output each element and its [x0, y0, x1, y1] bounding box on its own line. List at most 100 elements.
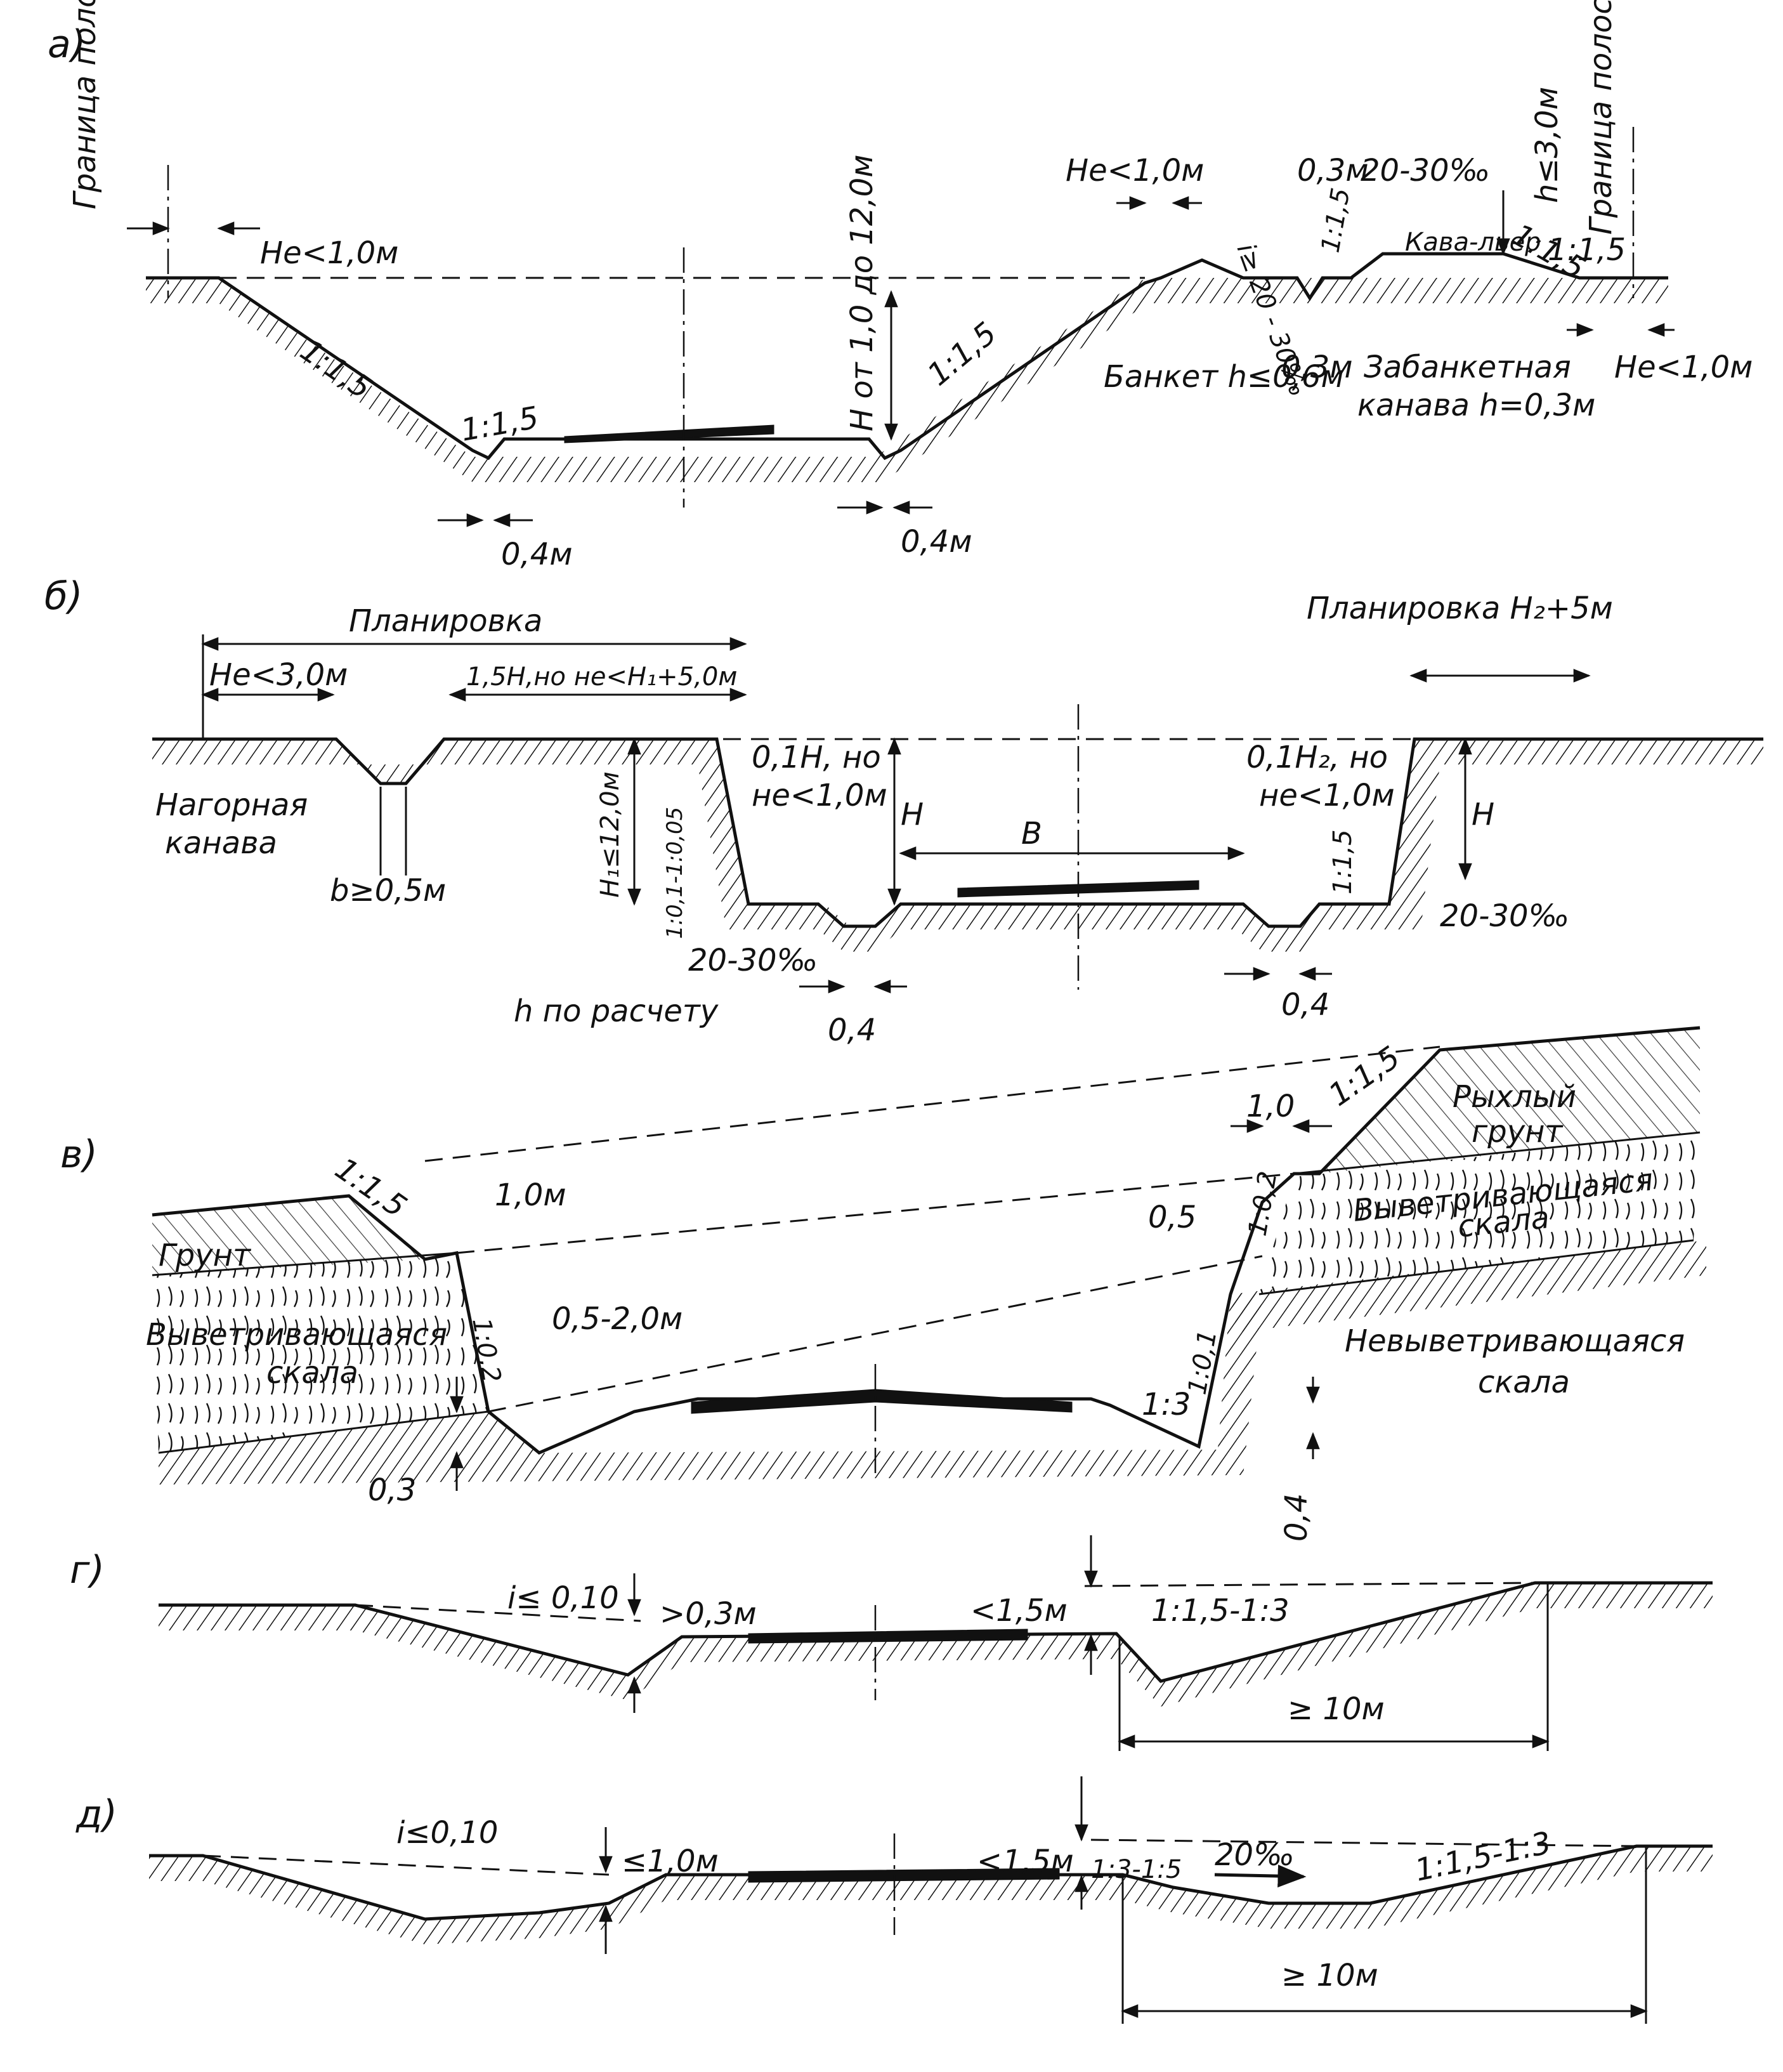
incline-d-label: i≤0,10 [396, 1815, 498, 1851]
height-label: Н от 1,0 до 12,0м [844, 155, 880, 431]
b-min-label: b≥0,5м [330, 873, 446, 908]
panel-a: а) Граница полосы отвода Граница полосы … [48, 0, 1753, 572]
planning-right-label: Планировка Н₂+5м [1307, 591, 1613, 626]
h1-max-wrap: Н₁≤12,0м [596, 771, 625, 898]
planning-left-label: Планировка [349, 603, 542, 639]
gap-03-top-label: 0,3м [1297, 153, 1369, 188]
berm-left-v-label: 1,0м [495, 1177, 566, 1213]
slope-ditch-left-label: 1:1,5 [458, 400, 541, 449]
ground-profile-b [152, 737, 1763, 928]
h-calc-label: h по расчету [514, 993, 719, 1029]
top-dash-g [1084, 1582, 1536, 1587]
height-label-wrap: Н от 1,0 до 12,0м [844, 155, 880, 431]
nonweather-label-1: Невыветривающаяся [1345, 1323, 1685, 1359]
one-five-h-label: 1,5Н,но не<Н₁+5,0м [466, 662, 737, 692]
fall-2030-label: 20-30‰ [1361, 153, 1490, 188]
slope-kav-right-label: 1:1,5 [1548, 232, 1626, 268]
width-b-label: В [1021, 816, 1042, 851]
slope-inner-d-label: 1:3-1:5 [1091, 1855, 1182, 1884]
ditch-left-label: 0,4м [501, 537, 573, 572]
slope-left-label: 1:1,5 [294, 332, 378, 406]
width-10-g-label: ≥ 10м [1288, 1691, 1385, 1727]
h1-max-label: Н₁≤12,0м [596, 771, 625, 898]
pavement-v [691, 1389, 1073, 1414]
slope-rock-label: 1:0,1-1:0,05 [662, 807, 688, 939]
solid-rock-hatch-right [1231, 1240, 1706, 1332]
panel-v: в) 1:1,5 1,0м Грунт Выветривающаяся скал… [60, 1026, 1706, 1542]
depth-04-label: 0,4 [1279, 1493, 1314, 1542]
rock-boundary-right [1258, 1239, 1694, 1295]
banket-label: Банкет h≤0,6м [1104, 359, 1344, 395]
nagornaya-label-1: Нагорная [155, 787, 308, 823]
height-15-d-label: <1,5м [977, 1844, 1074, 1879]
pavement-d [748, 1868, 1060, 1883]
slope-02-right-label: 1:0,2 [1243, 1169, 1283, 1238]
weather-left-label-1: Выветривающаяся [146, 1317, 447, 1353]
fall-left-label: 20-30‰ [688, 943, 818, 978]
panel-a-letter: а) [48, 22, 86, 67]
soil-hatch-d [149, 1846, 1713, 1944]
fall-d-label: 20‰ [1215, 1837, 1295, 1873]
boundary-right-label: Граница полосы отвода [1583, 0, 1619, 235]
loose-label-1: Рыхлый [1453, 1079, 1576, 1115]
h-label: Н [901, 797, 924, 832]
soil-hatch-b [152, 739, 1763, 952]
incline-dash-d [202, 1854, 610, 1876]
width-10-d-label: ≥ 10м [1281, 1958, 1378, 1993]
top-dash-d [1090, 1839, 1637, 1847]
slope-01-label: 1:0,1 [1183, 1328, 1223, 1397]
fall-right-label: 20-30‰ [1440, 898, 1569, 934]
nagornaya-label-2: канава [165, 825, 277, 861]
kav-height-label: h≤3,0м [1529, 87, 1565, 203]
pavement-a [564, 424, 774, 443]
h01b-label-2: не<1,0м [1259, 778, 1395, 813]
slope-rock-wrap: 1:0,1-1:0,05 [662, 807, 688, 939]
loose-soil-right [1319, 1028, 1700, 1174]
weathered-rock-right [1259, 1132, 1700, 1294]
ditch-b-right-label: 0,4 [1281, 987, 1329, 1023]
berm-right-v-label: 1,0 [1246, 1089, 1295, 1124]
slope-3-label: 1:3 [1142, 1387, 1191, 1422]
h-right-label: Н [1472, 797, 1494, 832]
range-05-2-label: 0,5-2,0м [552, 1301, 683, 1337]
slope-dash-upper-v [424, 1046, 1440, 1162]
weathered-rock-left [152, 1253, 488, 1453]
depth-10-label: ≤1,0м [622, 1844, 719, 1879]
soil-hatch-g [159, 1583, 1713, 1707]
h01-label-1: 0,1Н, но [752, 740, 881, 775]
ditch-03-label: 0,3 [368, 1472, 416, 1508]
soil-left-label: Грунт [159, 1238, 252, 1273]
zabanket-label-1: Забанкетная [1364, 350, 1571, 385]
panel-b-letter: б) [44, 574, 82, 619]
kav-height-wrap: h≤3,0м [1529, 87, 1565, 203]
fall-arrow-d [1214, 1865, 1307, 1888]
panel-g-letter: г) [70, 1548, 105, 1592]
ditch-right-label: 0,4м [901, 524, 972, 560]
panel-d: д) i≤0,10 ≤1,0м <1,5м 1:3-1:5 20‰ 1:1,5-… [75, 1776, 1713, 2024]
slope-dash-mid-v [456, 1172, 1295, 1254]
slope-range-g-label: 1:1,5-1:3 [1151, 1593, 1290, 1629]
weather-left-label-2: скала [266, 1355, 358, 1391]
depth-03-label: >0,3м [660, 1596, 757, 1632]
boundary-left-label-wrap: Граница полосы отвода [67, 0, 103, 209]
panel-b: б) Планировка Не<3,0м 1,5Н,но не<Н₁+5,0м… [44, 574, 1763, 1048]
ditch-b-left-label: 0,4 [828, 1013, 876, 1048]
berm-right-label: Не<1,0м [1614, 350, 1753, 385]
incline-dash-g [355, 1604, 641, 1622]
slope-dash-lower-v [488, 1255, 1263, 1413]
kavalier-label: Кава-льер [1405, 228, 1541, 257]
slope-bank-label: 1:1,5 [1316, 186, 1356, 255]
soil-boundary-right [1293, 1131, 1701, 1175]
h01-label-2: не<1,0м [752, 778, 887, 813]
panel-g: г) i≤ 0,10 >0,3м <1,5м 1:1,5-1:3 ≥ 10м [70, 1535, 1713, 1751]
gap-03-bottom-label: 0,3м [1281, 350, 1353, 385]
soil-layer-left [152, 1196, 425, 1275]
berm-left-label: Не<1,0м [260, 235, 398, 271]
slope-ditch-b-label: 1:1,5 [1328, 829, 1357, 895]
ne-3-label: Не<3,0м [209, 657, 348, 693]
height-15-g-label: <1,5м [970, 1593, 1068, 1629]
rock-boundary-left [158, 1410, 489, 1454]
nonweather-label-2: скала [1478, 1365, 1570, 1400]
